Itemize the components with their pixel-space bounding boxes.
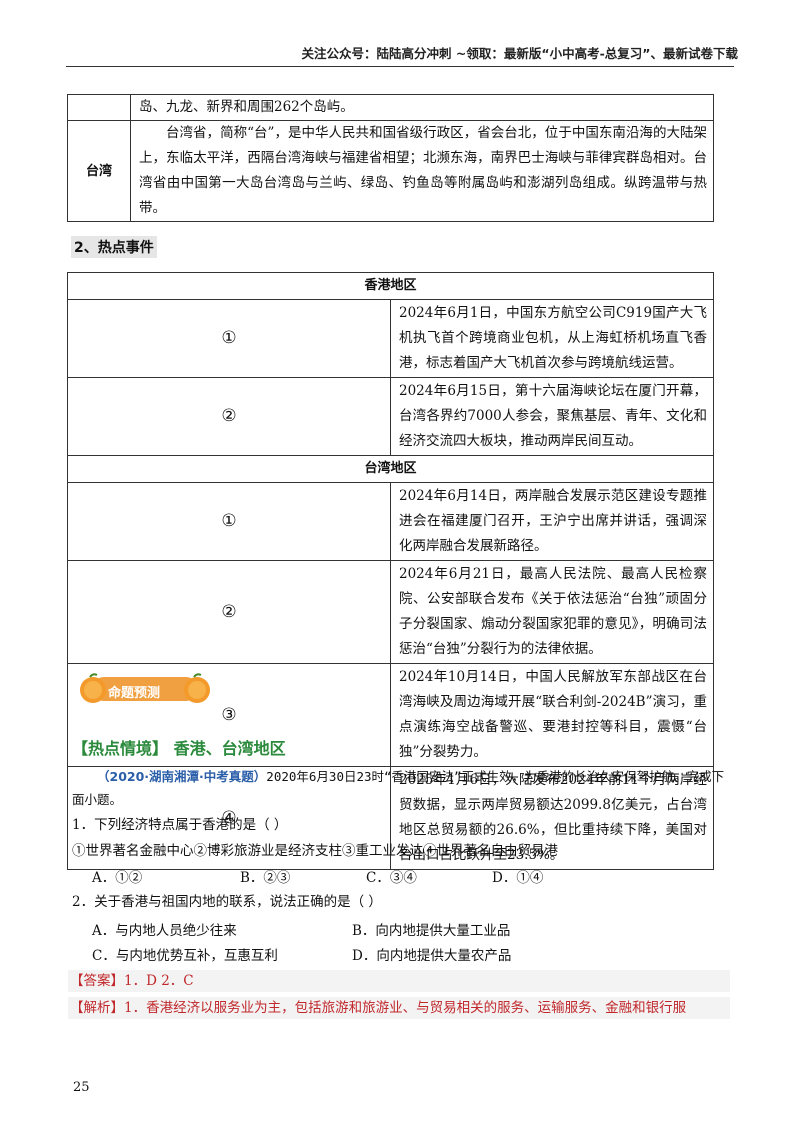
event-text: 2024年6月14日，两岸融合发展示范区建设专题推进会在福建厦门召开，王沪宁出席… (390, 482, 714, 561)
event-number: ① (67, 482, 391, 561)
hk-header: 香港地区 (67, 272, 714, 300)
page-number: 25 (73, 1080, 90, 1095)
table-header-row: 台湾地区 (67, 455, 714, 483)
tw-header: 台湾地区 (67, 455, 714, 483)
event-text: 2024年10月14日，中国人民解放军东部战区在台湾海峡及周边海域开展“联合利剑… (390, 663, 714, 767)
event-number: ② (67, 560, 391, 664)
events-table: 香港地区 ① 2024年6月1日，中国东方航空公司C919国产大飞机执飞首个跨境… (67, 272, 714, 870)
option-d: D．向内地提供大量农产品 (352, 948, 512, 964)
question-source: （2020·湖南湘潭·中考真题） (97, 769, 267, 784)
region-table: 岛、九龙、新界和周围262个岛屿。 台湾 台湾省，简称“台”，是中华人民共和国省… (67, 94, 714, 222)
page-header: 关注公众号：陆陆高分冲刺 ~领取：最新版“小中高考-总复习”、最新试卷下载 (301, 46, 738, 61)
event-text: 2024年6月21日，最高人民法院、最高人民检察院、公安部联合发布《关于依法惩治… (390, 560, 714, 664)
badge-label: 命题预测 (108, 686, 161, 701)
option-c: C．③④ (366, 870, 417, 886)
option-a: A．与内地人员绝少往来 (92, 923, 237, 939)
answer-line: 【答案】1．D 2．C (68, 970, 730, 992)
question-1-items: ①世界著名金融中心②博彩旅游业是经济支柱③重工业发达④世界著名自由贸易港 (72, 843, 558, 859)
table-row: ③ 2024年10月14日，中国人民解放军东部战区在台湾海峡及周边海域开展“联合… (67, 663, 714, 767)
option-d: D．①④ (492, 870, 544, 886)
intro-text: 2020年6月30日23时“香港国安法”正式生效，为香港的长治久安保驾护航。完成… (72, 769, 725, 807)
question-1: 1．下列经济特点属于香港的是（ ） (72, 817, 288, 833)
region-text: 岛、九龙、新界和周围262个岛屿。 (130, 94, 714, 121)
table-row: ① 2024年6月14日，两岸融合发展示范区建设专题推进会在福建厦门召开，王沪宁… (67, 482, 714, 561)
section-title: 2、热点事件 (71, 236, 157, 258)
header-divider (66, 66, 734, 67)
region-key: 台湾 (67, 120, 131, 222)
question-intro: （2020·湖南湘潭·中考真题）2020年6月30日23时“香港国安法”正式生效… (72, 765, 732, 811)
event-number: ① (67, 299, 391, 378)
event-text: 2024年6月15日，第十六届海峡论坛在厦门开幕，台湾各界约7000人参会，聚焦… (390, 377, 714, 456)
table-row: ① 2024年6月1日，中国东方航空公司C919国产大飞机执飞首个跨境商业包机，… (67, 299, 714, 378)
option-a: A．①② (92, 870, 143, 886)
table-header-row: 香港地区 (67, 272, 714, 300)
option-c: C．与内地优势互补，互惠互利 (92, 948, 278, 964)
option-b: B．②③ (240, 870, 291, 886)
explanation-line: 【解析】1．香港经济以服务业为主，包括旅游和旅游业、与贸易相关的服务、运输服务、… (68, 997, 730, 1019)
table-row: 岛、九龙、新界和周围262个岛屿。 (67, 94, 714, 121)
region-text: 台湾省，简称“台”，是中华人民共和国省级行政区，省会台北，位于中国东南沿海的大陆… (130, 120, 714, 222)
table-row: ② 2024年6月15日，第十六届海峡论坛在厦门开幕，台湾各界约7000人参会，… (67, 377, 714, 456)
table-row: ② 2024年6月21日，最高人民法院、最高人民检察院、公安部联合发布《关于依法… (67, 560, 714, 664)
event-text: 2025年1月6日，大陆发布2024年前11个月两岸经贸数据，显示两岸贸易额达2… (390, 766, 714, 870)
event-text: 2024年6月1日，中国东方航空公司C919国产大飞机执飞首个跨境商业包机，从上… (390, 299, 714, 378)
region-key-empty (67, 94, 131, 121)
table-row: ④ 2025年1月6日，大陆发布2024年前11个月两岸经贸数据，显示两岸贸易额… (67, 766, 714, 870)
event-number: ② (67, 377, 391, 456)
event-number: ④ (67, 766, 391, 870)
question-2: 2．关于香港与祖国内地的联系，说法正确的是（ ） (72, 894, 382, 910)
table-row: 台湾 台湾省，简称“台”，是中华人民共和国省级行政区，省会台北，位于中国东南沿海… (67, 120, 714, 222)
option-b: B．向内地提供大量工业品 (352, 923, 511, 939)
hot-topic-title: 【热点情境】 香港、台湾地区 (72, 739, 286, 758)
prediction-badge-icon (80, 673, 210, 703)
